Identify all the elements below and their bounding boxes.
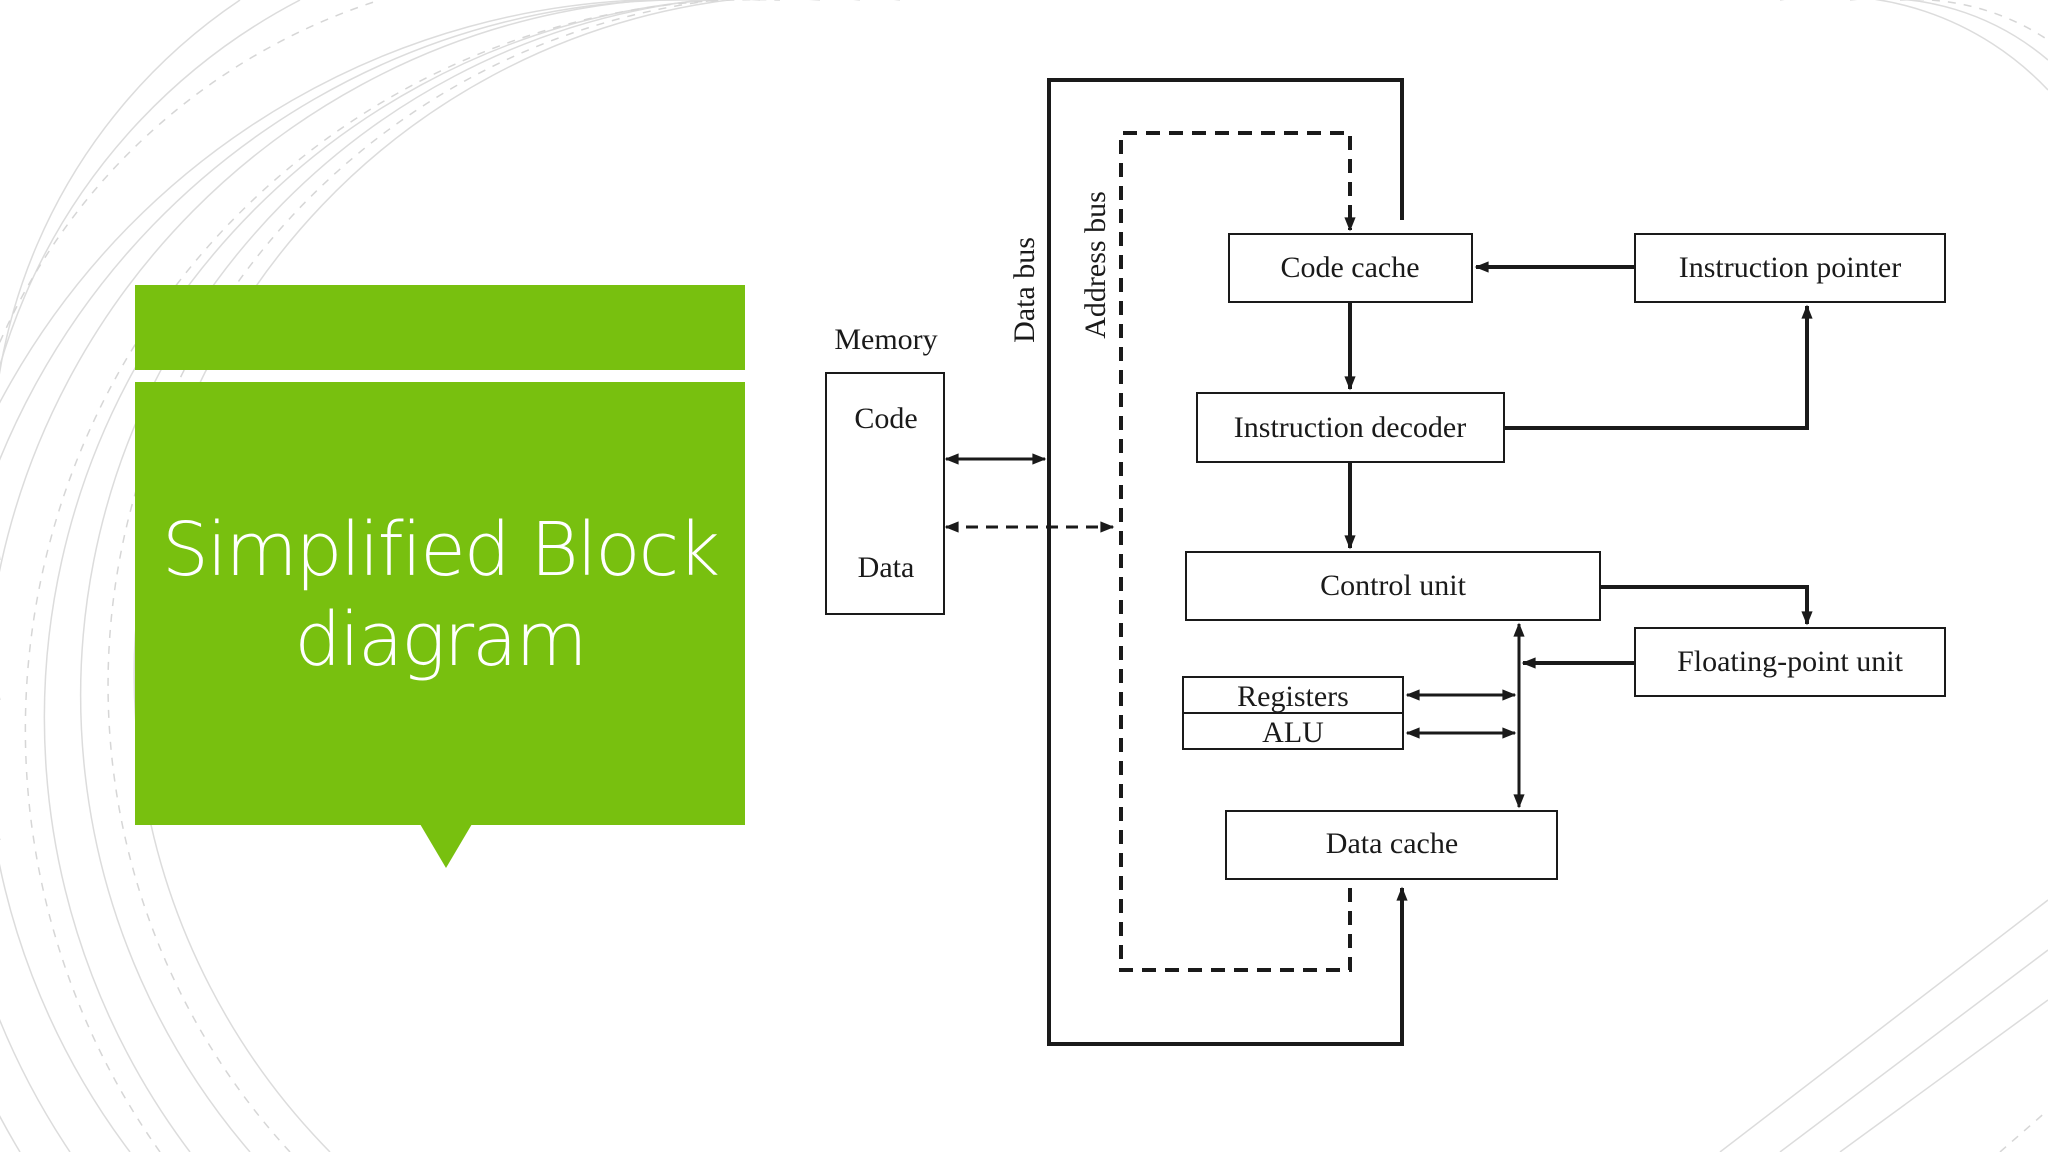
- title-box-pointer: [420, 824, 472, 868]
- slide-title-line2: diagram: [294, 597, 587, 683]
- data-cache-label: Data cache: [1326, 827, 1458, 860]
- control-unit-box: [1185, 551, 1601, 621]
- slide-title-line1: Simplified Block: [161, 507, 720, 593]
- data-bus-label: Data bus: [1008, 237, 1041, 343]
- control-unit-label: Control unit: [1320, 569, 1467, 602]
- memory-data-label: Data: [858, 551, 915, 584]
- registers-label: Registers: [1237, 680, 1349, 713]
- control-unit-to-fpu-arrow: [1600, 585, 1813, 626]
- address-bus-label: Address bus: [1079, 191, 1112, 339]
- memory-box: [825, 372, 945, 615]
- code-cache-label: Code cache: [1280, 251, 1419, 284]
- title-accent-bar: [135, 285, 745, 370]
- data-bus-line: [1047, 78, 1408, 1046]
- code-cache-box: [1228, 233, 1473, 303]
- instruction-pointer-label: Instruction pointer: [1679, 251, 1901, 284]
- instruction-decoder-label: Instruction decoder: [1234, 411, 1466, 444]
- registers-box: [1182, 676, 1404, 714]
- floating-point-unit-box: [1634, 627, 1946, 697]
- alu-box: [1182, 712, 1404, 750]
- memory-label: Memory: [834, 323, 937, 356]
- instruction-pointer-box: [1634, 233, 1946, 303]
- title-box: [135, 382, 745, 825]
- memory-code-label: Code: [854, 402, 917, 435]
- data-cache-box: [1225, 810, 1558, 880]
- slide-title: Simplified Block diagram: [135, 505, 745, 685]
- floating-point-unit-label: Floating-point unit: [1677, 645, 1904, 678]
- decoder-to-ip-arrow: [1504, 304, 1813, 430]
- instruction-decoder-box: [1196, 392, 1505, 463]
- address-bus-line: [1119, 131, 1356, 972]
- alu-label: ALU: [1262, 716, 1324, 749]
